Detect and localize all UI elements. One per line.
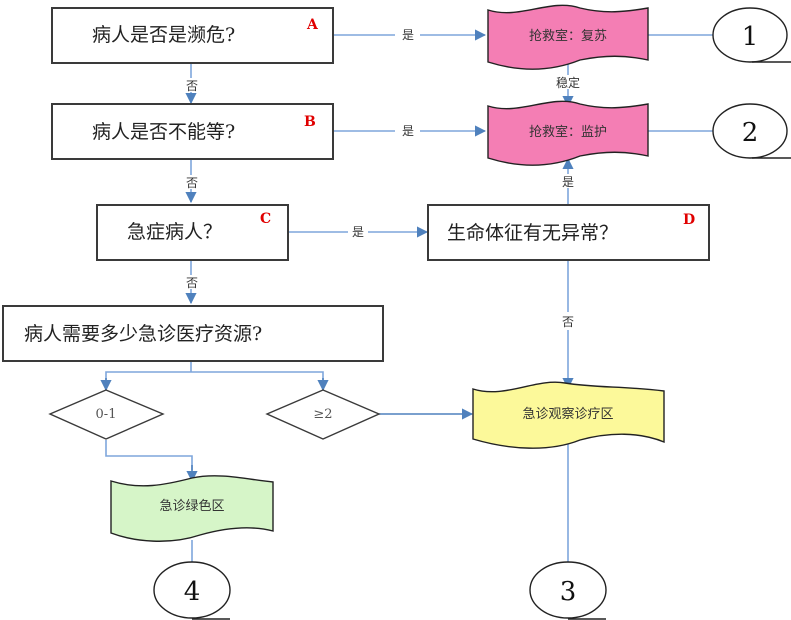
area-observation-label: 急诊观察诊疗区 <box>522 407 613 422</box>
edge-e-to-options <box>100 361 329 392</box>
option-high-label: ≥2 <box>313 407 332 422</box>
option-high-resources: ≥2 <box>265 389 381 440</box>
level-4: 4 <box>153 561 231 620</box>
level-4-number: 4 <box>184 577 201 607</box>
decision-c: 急症病人？ C <box>96 204 289 261</box>
option-low-resources: 0-1 <box>48 389 165 440</box>
edge-a-to-resuscitation: 是 <box>333 28 487 42</box>
edge-c-to-d: 是 <box>288 225 429 239</box>
decision-b-text: 病人是否不能等? <box>92 121 235 143</box>
area-green: 急诊绿色区 <box>110 475 274 542</box>
decision-resources: 病人需要多少急诊医疗资源? <box>2 305 384 362</box>
edge-label-yes: 是 <box>402 28 414 42</box>
edge-d-to-monitoring: 是 <box>562 157 574 205</box>
edge-label-yes: 是 <box>402 124 414 138</box>
decision-a: 病人是否是濒危? A <box>51 7 334 64</box>
edge-low-to-green <box>105 440 198 483</box>
decision-c-tag: C <box>260 211 271 227</box>
area-green-label: 急诊绿色区 <box>159 498 224 514</box>
edge-d-to-observation: 否 <box>562 260 574 390</box>
decision-c-text: 急症病人？ <box>127 221 222 243</box>
area-monitoring: 抢救室：监护 <box>487 100 649 166</box>
edge-a-to-b: 否 <box>185 63 198 105</box>
decision-resources-text: 病人需要多少急诊医疗资源? <box>24 323 262 345</box>
edge-resuscitation-to-monitoring: 稳定 <box>556 62 580 108</box>
area-resuscitation-label: 抢救室：复苏 <box>529 28 607 44</box>
level-1: 1 <box>712 7 791 63</box>
decision-d-tag: D <box>683 212 695 228</box>
area-monitoring-label: 抢救室：监护 <box>529 124 607 140</box>
edge-label-no: 否 <box>562 315 574 329</box>
edge-b-to-c: 否 <box>185 159 198 204</box>
level-3: 3 <box>529 561 607 620</box>
level-3-number: 3 <box>560 577 577 607</box>
edge-label-no: 否 <box>186 276 198 290</box>
level-2: 2 <box>712 103 791 159</box>
edge-label-no: 否 <box>186 79 198 93</box>
area-resuscitation: 抢救室：复苏 <box>487 4 649 70</box>
edge-label-yes: 是 <box>352 225 364 239</box>
option-low-label: 0-1 <box>96 407 117 422</box>
level-2-number: 2 <box>742 118 759 148</box>
edge-label-stable: 稳定 <box>556 75 580 90</box>
decision-d: 生命体征有无异常？ D <box>427 204 710 261</box>
decision-b: 病人是否不能等? B <box>51 103 334 160</box>
decision-a-text: 病人是否是濒危? <box>92 24 235 46</box>
decision-b-tag: B <box>304 114 316 130</box>
edge-b-to-monitoring: 是 <box>333 124 487 138</box>
decision-d-text: 生命体征有无异常？ <box>447 222 618 244</box>
area-observation: 急诊观察诊疗区 <box>472 381 665 449</box>
decision-a-tag: A <box>306 17 319 33</box>
edge-label-yes: 是 <box>562 175 574 189</box>
level-1-number: 1 <box>742 22 759 52</box>
edge-c-to-e: 否 <box>185 260 198 305</box>
edge-label-no: 否 <box>186 176 198 190</box>
